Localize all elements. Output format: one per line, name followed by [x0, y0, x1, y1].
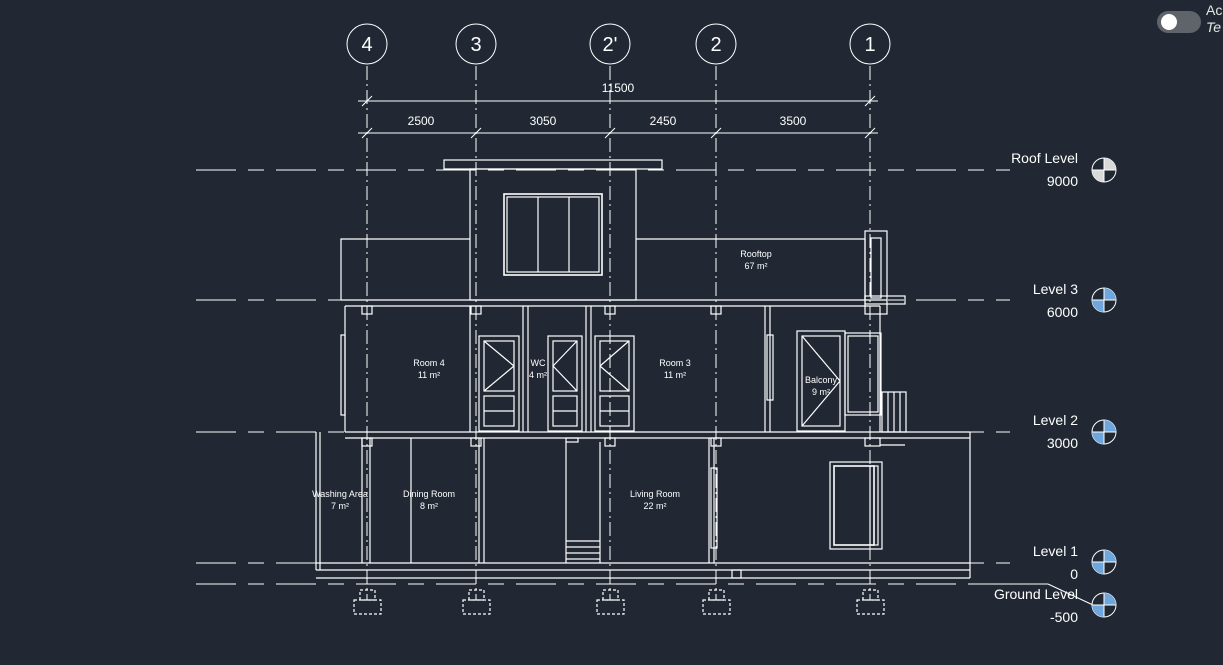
ground-level-marker-icon: [1091, 592, 1117, 618]
room-area: 9 m²: [812, 387, 830, 397]
room-area: 11 m²: [664, 370, 686, 380]
dimension-segment: 2500: [408, 114, 435, 128]
ground-level-leader-elbow: [1047, 583, 1094, 606]
room-area: 22 m²: [643, 501, 666, 511]
grid-bubbles: [346, 23, 891, 65]
level3-marker-icon: [1091, 287, 1117, 313]
toggle-label: Ac: [1206, 2, 1223, 18]
toggle-control[interactable]: Ac Te: [1157, 2, 1223, 38]
room-name: Room 3: [659, 358, 691, 368]
dimension-segment: 3050: [530, 114, 557, 128]
level-name: Level 1: [1033, 543, 1078, 559]
level1-marker-icon: [1091, 549, 1117, 575]
room-name: WC: [531, 358, 546, 368]
room-name: Dining Room: [403, 489, 455, 499]
room-name: Balcony: [805, 375, 838, 385]
room-name: Living Room: [630, 489, 680, 499]
grid-lines: [366, 66, 871, 600]
room-name: Washing Area: [312, 489, 368, 499]
toggle-knob: [1161, 14, 1177, 30]
toggle-sublabel: Te: [1206, 19, 1222, 35]
level-elevation: 9000: [1047, 173, 1078, 189]
room-area: 67 m²: [744, 261, 767, 271]
door-wc: [547, 335, 583, 432]
roof-level-marker-icon: [1091, 157, 1117, 183]
level-name: Roof Level: [1011, 150, 1078, 166]
level-elevation: 3000: [1047, 435, 1078, 451]
room-name: Room 4: [413, 358, 445, 368]
room-area: 8 m²: [420, 501, 438, 511]
level-lines: [196, 169, 1010, 585]
level-elevation: 6000: [1047, 304, 1078, 320]
level-elevation: -500: [1050, 609, 1078, 625]
dimension-segment: 3500: [780, 114, 807, 128]
dimension-overall: 11500: [602, 81, 635, 95]
level-elevation: 0: [1070, 566, 1078, 582]
grid-label-3: 3: [470, 34, 481, 56]
room-area: 4 m²: [529, 370, 547, 380]
room-name: Rooftop: [740, 249, 772, 259]
toggle-switch[interactable]: [1157, 11, 1201, 33]
level-markers: [1091, 157, 1117, 618]
dimension-lines: [358, 95, 878, 139]
grid-label-2: 2: [710, 34, 721, 56]
level-name: Level 2: [1033, 412, 1078, 428]
level-name: Ground Level: [994, 586, 1078, 602]
dimension-segment: 2450: [650, 114, 677, 128]
grid-label-1: 1: [864, 34, 875, 56]
room-area: 7 m²: [331, 501, 349, 511]
room-area: 11 m²: [418, 370, 440, 380]
foundations: [353, 589, 885, 615]
level2-marker-icon: [1091, 419, 1117, 445]
door-balcony: [796, 330, 907, 433]
door-room4: [478, 335, 520, 432]
building-outline: [315, 159, 971, 615]
grid-label-2-prime: 2': [603, 34, 618, 56]
grid-label-4: 4: [361, 34, 372, 56]
level-name: Level 3: [1033, 281, 1078, 297]
door-room3: [594, 335, 635, 432]
